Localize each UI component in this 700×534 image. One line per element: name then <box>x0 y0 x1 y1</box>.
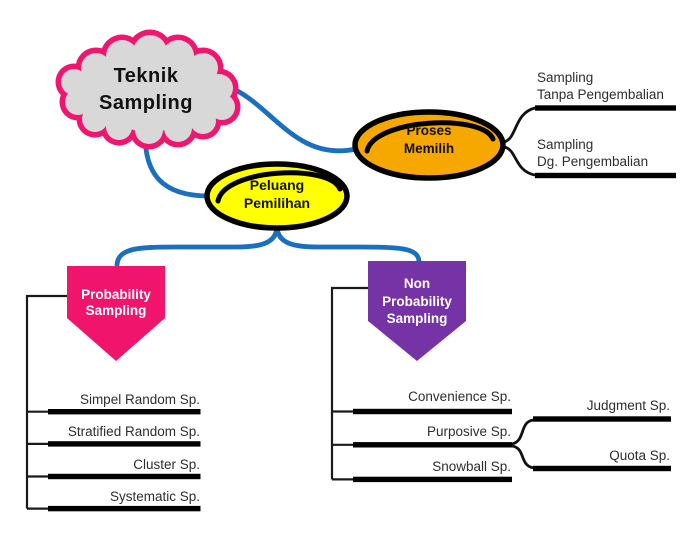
bar-cluster <box>48 473 201 480</box>
proses-braces <box>502 106 537 177</box>
root-node-label: Teknik Sampling <box>98 65 193 114</box>
bar-sampling-tanpa <box>535 105 676 111</box>
probability-bracket <box>25 294 67 510</box>
proses-node-sketch-arc <box>364 120 496 154</box>
nonprobability-node-label: Non Probability Sampling <box>382 276 452 326</box>
leaf-purposive: Purposive Sp. <box>426 424 511 439</box>
probability-bracket-spine <box>25 294 67 509</box>
probability-node-shape <box>67 266 165 361</box>
connector-peluang-nonprobability <box>274 223 422 265</box>
underline-bars <box>48 105 676 512</box>
leaf-sampling-dg-pengembalian: Sampling Dg. Pengembalian <box>537 137 649 169</box>
bar-convenience <box>353 408 512 415</box>
bar-sampling-dg <box>535 172 676 179</box>
purposive-braces <box>510 418 536 470</box>
leaf-stratified-random: Stratified Random Sp. <box>67 424 200 439</box>
brace-judgment <box>510 418 536 446</box>
peluang-node-sketch-arc <box>215 170 343 204</box>
bar-purposive <box>353 442 512 448</box>
root-cloud-fill <box>61 35 235 144</box>
brace-proses-child-2 <box>502 145 537 177</box>
bar-stratified-random <box>48 441 201 447</box>
nonprobability-node-shape <box>368 261 466 361</box>
brace-proses-child-1 <box>502 106 537 144</box>
nonprobability-bracket <box>330 286 368 481</box>
probability-node-label: Probability Sampling <box>81 287 151 318</box>
bar-judgment <box>533 416 671 422</box>
leaf-convenience: Convenience Sp. <box>408 389 511 404</box>
brace-quota <box>510 444 536 470</box>
leaf-simpel-random: Simpel Random Sp. <box>79 392 200 407</box>
connector-peluang-probability <box>114 223 280 268</box>
proses-node-label: Proses Memilih <box>403 123 455 156</box>
bar-simpel-random <box>48 409 201 415</box>
leaf-systematic: Systematic Sp. <box>109 489 200 504</box>
connector-root-proses <box>226 84 359 154</box>
bar-quota <box>533 465 671 472</box>
leaf-sampling-tanpa-pengembalian: Sampling Tanpa Pengembalian <box>537 70 664 102</box>
leaf-snowball: Snowball Sp. <box>432 459 511 474</box>
nonprobability-bracket-spine <box>330 286 368 480</box>
bar-snowball <box>353 476 512 483</box>
leaf-judgment: Judgment Sp. <box>586 398 670 413</box>
bar-systematic <box>48 505 201 512</box>
leaf-cluster: Cluster Sp. <box>133 457 200 472</box>
peluang-node-label: Peluang Pemilihan <box>243 177 311 211</box>
leaf-quota: Quota Sp. <box>609 448 670 463</box>
